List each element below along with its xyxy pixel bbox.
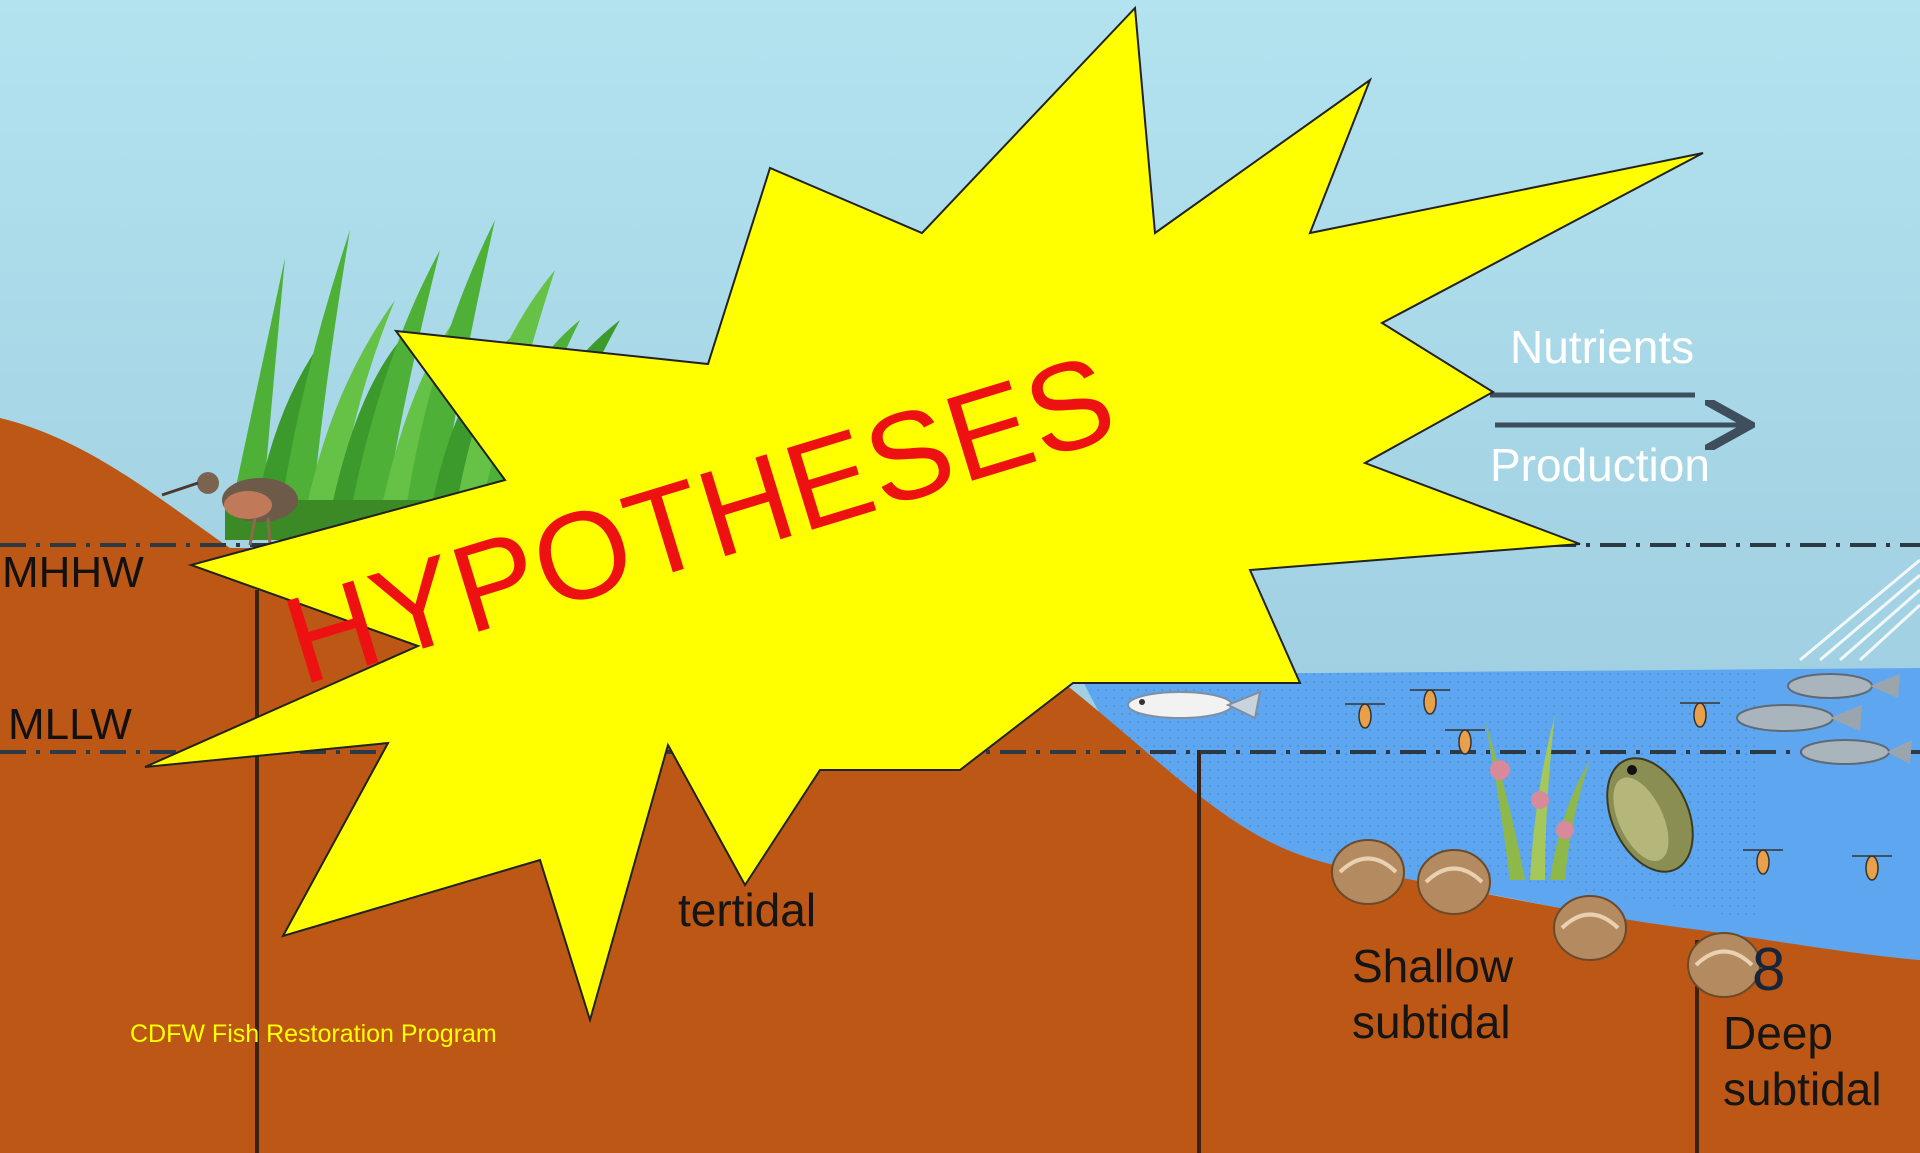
nutrients-label: Nutrients [1510, 320, 1694, 374]
intertidal-label: tertidal [678, 882, 816, 938]
slide-number: 8 [1752, 935, 1785, 1004]
credit-text: CDFW Fish Restoration Program [130, 1020, 497, 1049]
mllw-label: MLLW [8, 700, 132, 750]
shallow-subtidal-label-line1: Shallow [1352, 938, 1513, 994]
production-label: Production [1490, 438, 1710, 492]
clam-icon [1418, 850, 1490, 914]
clam-icon [1688, 933, 1760, 997]
shallow-subtidal-label-line2: subtidal [1352, 994, 1511, 1050]
deep-subtidal-label-line1: Deep [1723, 1005, 1833, 1061]
deep-subtidal-label-line2: subtidal [1723, 1061, 1882, 1117]
clam-icon [1332, 840, 1404, 904]
mhhw-label: MHHW [2, 548, 144, 598]
clam-icon [1554, 896, 1626, 960]
